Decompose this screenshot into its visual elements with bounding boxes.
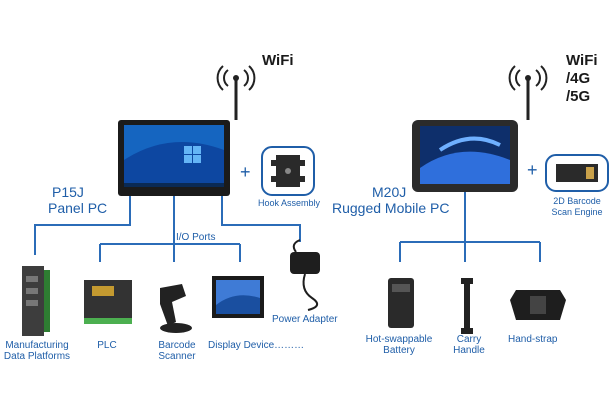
peripheral-label-display: Display Device……… (208, 340, 305, 351)
hook-assembly-label: Hook Assembly (258, 198, 321, 208)
device-type-left: Panel PC (48, 200, 108, 216)
plus-icon-right: + (527, 160, 538, 180)
wifi-label-right-3: /5G (566, 88, 591, 105)
power-adapter-image (290, 239, 320, 311)
carry-handle-image (461, 278, 473, 334)
hook-assembly-image (261, 146, 315, 196)
peripheral-label-plc: PLC (97, 340, 117, 351)
plus-icon-left: + (240, 162, 251, 182)
barcode-scanner-image (160, 284, 192, 333)
plc-image (84, 280, 132, 324)
rugged-tablet-image (412, 120, 518, 192)
peripheral-label-scanner: Barcode Scanner (158, 340, 196, 362)
panel-pc-image (118, 120, 230, 196)
accessory-label-handle: Carry Handle (453, 334, 485, 356)
antenna-icon-left (216, 65, 256, 120)
scan-engine-label: 2D Barcode Scan Engine (551, 196, 603, 217)
io-ports-label: I/O Ports (176, 232, 216, 243)
wifi-label-right-1: WiFi (566, 52, 598, 69)
device-type-right: Rugged Mobile PC (332, 200, 450, 216)
right-connectors (399, 192, 541, 262)
display-device-image (212, 276, 264, 318)
battery-image (388, 278, 414, 328)
wifi-label-right-2: /4G (566, 70, 591, 87)
left-connectors (34, 196, 301, 262)
scan-engine-image (545, 154, 609, 192)
accessory-label-battery: Hot-swappable Battery (365, 334, 433, 356)
hand-strap-image (510, 290, 566, 320)
device-name-left: P15J (52, 184, 84, 200)
device-name-right: M20J (372, 184, 407, 200)
antenna-icon-right (508, 65, 548, 120)
peripheral-label-manufacturing: Manufacturing Data Platforms (3, 340, 71, 362)
power-adapter-label: Power Adapter (272, 314, 338, 325)
wifi-label-left: WiFi (262, 52, 294, 69)
accessory-label-handstrap: Hand-strap (508, 334, 558, 345)
manufacturing-platform-image (22, 266, 50, 336)
